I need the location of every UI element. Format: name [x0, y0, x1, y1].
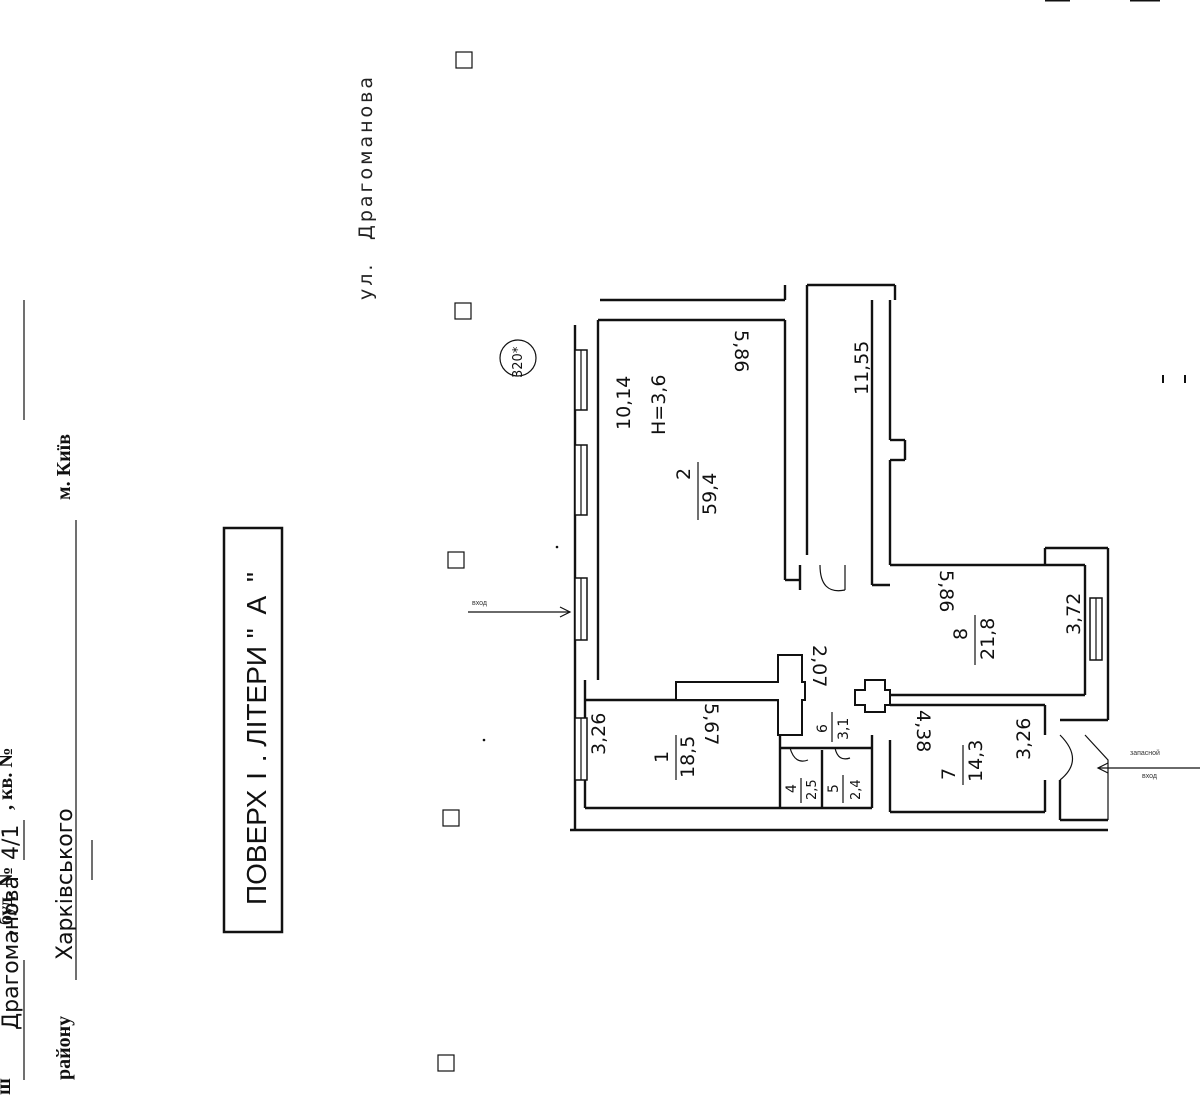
reg-square [454, 302, 472, 320]
building-label: , буд. № [0, 867, 17, 935]
main-entrance-label: вход [472, 600, 487, 607]
dim-10-14: 10,14 [613, 376, 635, 430]
dim-3-26-right: 3,26 [1013, 718, 1035, 760]
dim-5-86-room8: 5,86 [935, 570, 957, 612]
dim-2-07: 2,07 [808, 645, 830, 687]
room-5-no: 5 [826, 784, 842, 793]
svg-text:ПОВЕРХ I .: ПОВЕРХ I . ЛІТЕРИ " А " [241, 572, 272, 905]
district-value: Харківського [53, 808, 78, 960]
room-1-area: 18,5 [677, 736, 699, 778]
room-2-area: 59,4 [699, 473, 721, 515]
house-number-mark: 320* [499, 339, 537, 378]
house-number: 320* [511, 346, 526, 378]
street-prefix: ул. [355, 262, 377, 300]
reg-square [442, 809, 460, 827]
room-7-area: 14,3 [965, 740, 987, 782]
reg-square [437, 1054, 455, 1072]
apartment-label: , кв. № [0, 748, 17, 810]
dim-3-26-left: 3,26 [588, 713, 610, 755]
dim-11-55: 11,55 [851, 341, 873, 395]
clipped-prefix: ш [0, 1078, 15, 1095]
street-value: Драгоманова [0, 876, 24, 1030]
room-1-no: 1 [651, 751, 673, 763]
back-entrance-label-2: вход [1142, 773, 1157, 780]
title-suffix: " [241, 572, 272, 582]
room-6-no: 6 [815, 724, 831, 733]
dim-4-38: 4,38 [912, 710, 934, 752]
building-value: 4/1 [0, 825, 24, 860]
room-4-area: 2,5 [805, 779, 820, 800]
city-label: м. Київ [53, 434, 75, 500]
room-labels: 2 59,4 8 21,8 1 18,5 6 3,1 4 2,5 5 2,4 7… [651, 462, 999, 803]
window [574, 349, 588, 411]
window [574, 577, 588, 641]
room-8-no: 8 [950, 628, 972, 640]
district-label: району [53, 1016, 75, 1080]
title-floor: I [241, 772, 272, 780]
street-label: ул. Драгоманова [355, 74, 377, 300]
room-5-area: 2,4 [849, 779, 864, 800]
title-middle: ЛІТЕРИ " [241, 628, 272, 746]
title-letter: А [241, 596, 272, 615]
dim-5-86-top: 5,86 [730, 330, 752, 372]
back-entrance: запасной вход [1096, 749, 1200, 780]
registration-marks [437, 0, 1186, 1072]
title-prefix: ПОВЕРХ [241, 789, 272, 905]
room-7-no: 7 [938, 768, 960, 780]
room-2-no: 2 [673, 468, 695, 480]
room-6-area: 3,1 [836, 718, 852, 740]
height-note: H=3,6 [648, 375, 670, 435]
window [574, 444, 588, 516]
window [1089, 597, 1103, 661]
reg-square [455, 51, 473, 69]
floor-plan [570, 283, 1110, 832]
room-8-area: 21,8 [977, 618, 999, 660]
dim-3-72: 3,72 [1063, 593, 1085, 635]
dim-5-67: 5,67 [700, 703, 722, 745]
main-entrance: вход [468, 600, 572, 618]
address-form: ш Драгоманова , буд. № 4/1 , кв. № район… [0, 300, 78, 1095]
room-4-no: 4 [784, 784, 800, 793]
street-name: Драгоманова [355, 74, 377, 240]
window [574, 717, 588, 781]
floor-title-box: ПОВЕРХ I . ЛІТЕРИ " А " [222, 526, 284, 934]
reg-square [447, 551, 465, 569]
back-entrance-label-1: запасной [1130, 749, 1160, 757]
title-frame [222, 526, 284, 934]
dimension-labels: 10,14 5,86 11,55 5,86 3,72 2,07 5,67 4,3… [588, 330, 1085, 760]
